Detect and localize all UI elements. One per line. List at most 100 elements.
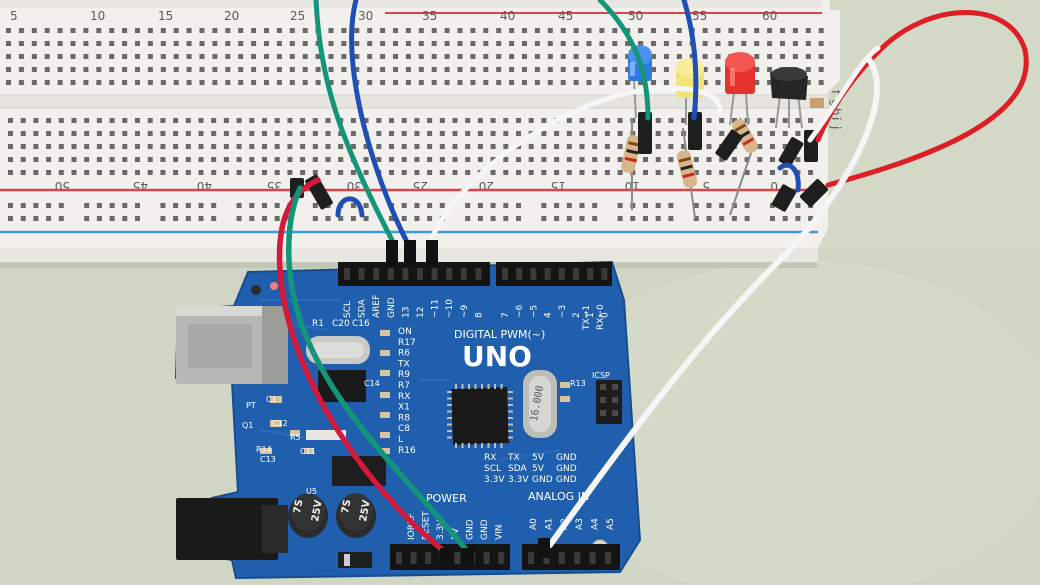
- icsp-pin-label: SDA: [508, 464, 527, 474]
- tx-label: TX→1: [582, 305, 592, 331]
- silk-column-label: R17: [398, 338, 416, 348]
- silk-column-label: R7: [398, 381, 410, 391]
- dc-barrel-jack: [176, 498, 288, 560]
- digital-pin-label: 13: [401, 307, 411, 318]
- breadboard-top-number: 10: [90, 9, 105, 23]
- white-wire-long: [547, 55, 880, 548]
- icsp-pin-label: RX: [484, 453, 496, 463]
- component-ref-label: ICSP: [592, 371, 610, 380]
- icsp-pin-label: 5V: [532, 464, 545, 474]
- breadboard-top-number: 60: [762, 9, 777, 23]
- breadboard-row-letter: h: [829, 108, 843, 116]
- green-wire-power: [286, 185, 471, 555]
- analog-pin-label: A1: [544, 518, 554, 530]
- icsp-pin-label: 5V: [532, 453, 545, 463]
- resistor-2: [676, 127, 698, 219]
- icsp-pin-label: SCL: [484, 464, 501, 474]
- silk-ref-label: C20: [332, 319, 350, 329]
- white-wire-mid: [427, 85, 723, 245]
- white-wire-loop: [807, 45, 881, 143]
- jumper-wires: [276, 0, 1029, 564]
- power-pin-label: 3.3V: [436, 519, 446, 540]
- component-ref-label: Q1: [242, 421, 253, 430]
- capacitor-1: 7S 25V: [288, 493, 328, 538]
- led-red: [725, 52, 755, 126]
- small-part-right: [810, 98, 824, 108]
- blue-jumper-rail-right: [777, 162, 801, 193]
- breadboard-top-number: 55: [692, 9, 707, 23]
- digital-pin-label: ~6: [515, 304, 525, 318]
- breadboard-top-number: 45: [558, 9, 573, 23]
- breadboard-row-letter: f: [829, 90, 843, 95]
- icsp-header: [596, 380, 622, 424]
- component-ref-label: C1: [266, 395, 277, 404]
- cap1-label-7s: 7S: [292, 499, 305, 515]
- digital-header: [338, 262, 612, 286]
- silk-ref-label: C16: [352, 319, 370, 329]
- component-ref-label: C12: [272, 419, 288, 428]
- resistor-1: [621, 118, 641, 210]
- silk-column-label: RX: [398, 392, 410, 402]
- icsp-pin-label: GND: [556, 453, 577, 463]
- analog-pin-label: A4: [591, 518, 601, 530]
- transistor: [770, 67, 808, 129]
- component-ref-label: PT: [246, 401, 256, 410]
- crystal-16mhz: 16.000: [523, 370, 557, 438]
- atmega-chip: [447, 384, 513, 448]
- breadboard-top-number: 25: [290, 9, 305, 23]
- digital-pin-label: ~5: [529, 305, 539, 318]
- analog-pin-label: A3: [575, 518, 585, 530]
- breadboard-bottom-number: 0: [770, 179, 778, 193]
- silk-column-label: TX: [397, 359, 410, 369]
- breadboard-top-number: 5: [10, 9, 18, 23]
- silk-column-label: R16: [398, 446, 416, 456]
- icsp-pin-label: 3.3V: [484, 475, 505, 485]
- digital-pin-label: 1: [586, 312, 596, 318]
- cap1-label-25v: 25V: [310, 499, 325, 522]
- power-pin-label: RESET: [422, 511, 432, 540]
- digital-pin-label: ~10: [445, 299, 455, 318]
- digital-pin-label: GND: [387, 297, 397, 318]
- green-wire-top: [313, 0, 395, 243]
- component-ref-label: C14: [364, 379, 380, 388]
- breadboard-top-holes: [6, 28, 824, 85]
- blue-wire-top-right: [681, 0, 699, 121]
- usb-b-connector: [176, 306, 288, 384]
- silk-column-label: R8: [398, 413, 410, 423]
- component-ref-label: C11: [300, 447, 316, 456]
- silkscreen: UNO DIGITAL PWM(~) TX→1 RX←0 POWER ANALO…: [242, 295, 616, 540]
- power-header: [390, 544, 620, 570]
- blue-jumper-rail-left: [335, 196, 365, 218]
- icsp-pin-label: GND: [532, 475, 553, 485]
- uno-logo: UNO: [462, 340, 532, 373]
- analog-pin-label: A5: [606, 518, 616, 530]
- analog-pin-label: A0: [529, 518, 539, 530]
- icsp-pin-label: GND: [556, 475, 577, 485]
- power-pin-label: GND: [480, 519, 490, 540]
- silk-column-label: R9: [398, 370, 410, 380]
- breadboard-top-number: 15: [158, 9, 173, 23]
- breadboard-top-number: 35: [422, 9, 437, 23]
- digital-pin-label: 7: [501, 312, 511, 318]
- digital-pin-label: ~11: [431, 299, 441, 318]
- digital-pin-label: 0: [600, 312, 610, 318]
- rx-label: RX←0: [596, 304, 606, 330]
- digital-pin-label: SCL: [343, 301, 353, 318]
- icsp-pin-label: TX: [507, 453, 520, 463]
- smd-parts: [260, 330, 570, 454]
- cap2-label-7s: 7S: [340, 499, 353, 515]
- power-pin-label: GND: [465, 519, 475, 540]
- silk-column-label: R6: [398, 349, 410, 359]
- digital-label: DIGITAL PWM(~): [454, 328, 545, 341]
- breadboard-top-number: 50: [628, 9, 643, 23]
- digital-pin-label: ~3: [558, 305, 568, 318]
- silk-ref-label: R1: [312, 319, 324, 329]
- capacitor-2: 7S 25V: [336, 493, 376, 538]
- diode: [338, 552, 372, 568]
- green-wire-top-right: [597, 0, 651, 121]
- crystal-16mhz-small: [306, 336, 370, 364]
- digital-pin-label: 4: [544, 312, 554, 318]
- digital-pin-label: ~9: [460, 304, 470, 318]
